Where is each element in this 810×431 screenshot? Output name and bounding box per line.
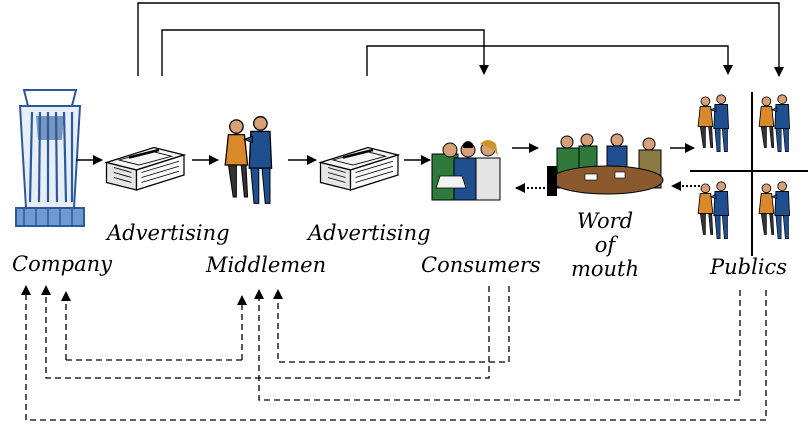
forward-flow-arrows bbox=[76, 143, 695, 165]
publics-label: Publics bbox=[710, 255, 788, 279]
two-business-people-icon bbox=[224, 116, 273, 205]
advertising-label-1: Advertising bbox=[107, 221, 230, 245]
word-of-mouth-line-3: mouth bbox=[570, 257, 640, 282]
group-of-consumers-icon bbox=[431, 140, 501, 201]
middlemen-label: Middlemen bbox=[206, 253, 327, 277]
company-label: Company bbox=[12, 252, 112, 276]
office-building-icon bbox=[15, 89, 85, 227]
top-connector-arrows bbox=[137, 2, 784, 77]
word-of-mouth-label: Word of mouth bbox=[560, 209, 650, 281]
meeting-table-icon bbox=[547, 133, 664, 196]
feedback-dotted-arrows bbox=[515, 181, 700, 193]
bottom-feedback-arrows bbox=[21, 285, 767, 421]
advertising-label-2: Advertising bbox=[308, 221, 431, 245]
consumers-label: Consumers bbox=[421, 253, 541, 277]
newspaper-icon bbox=[105, 146, 186, 192]
word-of-mouth-line-2: of bbox=[594, 233, 616, 258]
newspaper-icon bbox=[319, 146, 400, 192]
word-of-mouth-line-1: Word bbox=[576, 209, 634, 233]
publics-grid-icon bbox=[690, 92, 808, 256]
